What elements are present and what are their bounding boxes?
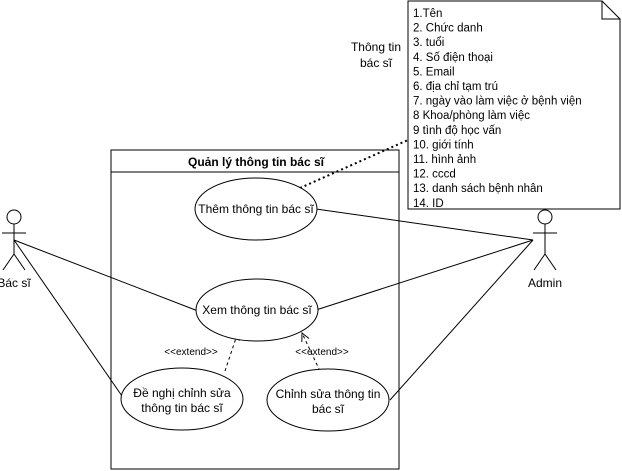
use-case-view-doctor-info[interactable]: Xem thông tin bác sĩ	[195, 278, 319, 342]
extend-label-left: <<extend>>	[164, 347, 218, 358]
actor-admin[interactable]: Admin	[528, 209, 562, 290]
use-case-label-line1: Chỉnh sửa thông tin	[276, 387, 381, 401]
note-item: 7. ngày vào làm việc ở bệnh viện	[413, 96, 582, 108]
note-item: 1.Tên	[413, 8, 442, 20]
note-item: 9 tình độ học vấn	[413, 125, 501, 137]
note-item: 14. ID	[413, 198, 444, 210]
use-case-propose-edit[interactable]: Đề nghị chỉnh sửa thông tin bác sĩ	[120, 367, 244, 431]
stick-figure-icon	[533, 209, 557, 271]
note-item: 10. giới tính	[413, 139, 474, 151]
associations	[13, 208, 534, 401]
use-case-label-line1: Đề nghị chỉnh sửa	[133, 386, 231, 400]
extend-relations: <<extend>> <<extend>>	[164, 332, 349, 372]
note-item: 12. cccd	[413, 169, 456, 181]
actor-doctor[interactable]: Bác sĩ	[0, 209, 31, 290]
doctor-info-note[interactable]: 1.Tên 2. Chức danh 3. tuổi 4. Số điện thoại…	[407, 0, 621, 210]
use-case-label-line2: thông tin bác sĩ	[141, 401, 223, 415]
use-case-edit-info[interactable]: Chỉnh sửa thông tin bác sĩ	[266, 368, 390, 432]
note-caption-line1: Thông tin	[351, 40, 401, 54]
use-case-add-doctor-info[interactable]: Thêm thông tin bác sĩ	[194, 177, 318, 241]
use-case-label: Xem thông tin bác sĩ	[202, 303, 312, 317]
actor-label: Bác sĩ	[0, 276, 31, 290]
association-admin-view	[315, 239, 534, 311]
association-doctor-propose	[13, 239, 123, 397]
note-caption-line2: bác sĩ	[360, 56, 393, 70]
use-case-label: Thêm thông tin bác sĩ	[198, 202, 314, 216]
note-item: 11. hình ảnh	[413, 154, 476, 166]
note-item: 3. tuổi	[413, 37, 444, 49]
extend-arrow-left	[224, 332, 238, 372]
extend-arrow-right	[302, 333, 321, 372]
note-item: 4. Số điện thoại	[413, 52, 493, 64]
stick-figure-icon	[2, 209, 26, 271]
note-item: 13. danh sách bệnh nhân	[413, 183, 543, 195]
note-item: 6. địa chỉ tạm trú	[413, 81, 498, 93]
association-admin-add	[315, 208, 534, 241]
note-item: 8 Khoa/phòng làm việc	[413, 110, 530, 122]
association-doctor-view	[13, 239, 199, 312]
actor-label: Admin	[528, 276, 562, 290]
association-admin-edit	[389, 239, 534, 401]
note-item-list: 1.Tên 2. Chức danh 3. tuổi 4. Số điện thoại…	[413, 8, 582, 210]
note-caption: Thông tin bác sĩ	[351, 40, 401, 70]
note-item: 2. Chức danh	[413, 23, 483, 35]
extend-label-right: <<extend>>	[295, 347, 349, 358]
use-case-label-line2: bác sĩ	[312, 402, 345, 416]
system-title: Quản lý thông tin bác sĩ	[188, 155, 325, 169]
note-item: 5. Email	[413, 66, 455, 78]
